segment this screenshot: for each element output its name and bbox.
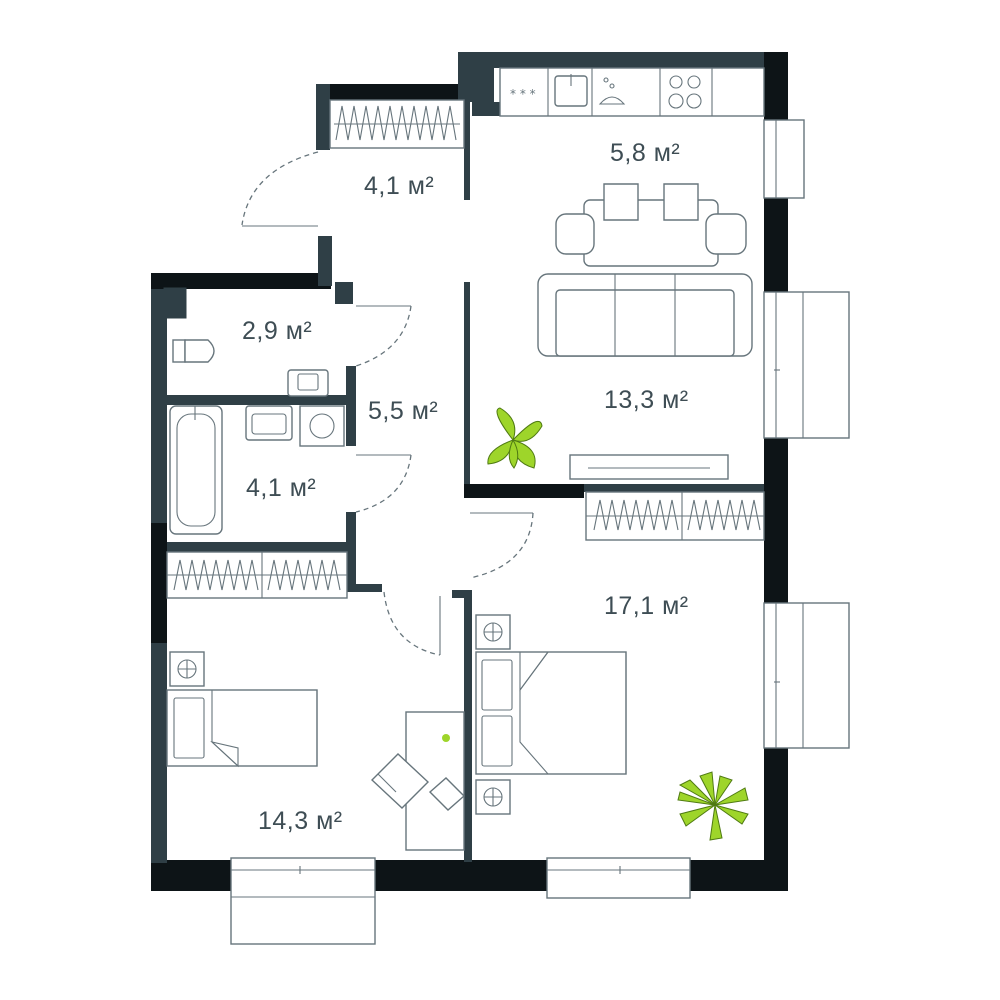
dish-rack-icon <box>598 77 626 105</box>
wardrobe-icon <box>166 551 348 599</box>
windows <box>230 119 850 945</box>
svg-text:* * *: * * * <box>510 87 536 101</box>
inner-walls <box>163 100 764 862</box>
plant-icon <box>677 771 749 841</box>
kitchen-counter: * * * <box>499 67 765 117</box>
tv-unit-icon <box>569 454 729 480</box>
bed-icon <box>166 689 318 768</box>
window-icon <box>763 119 805 199</box>
sink-icon <box>245 405 293 441</box>
room-area-living: 13,3 м² <box>604 386 689 414</box>
outer-walls <box>151 52 788 891</box>
room-area-toilet: 2,9 м² <box>242 317 312 345</box>
plant-icon <box>487 407 543 469</box>
dining-table-icon <box>555 183 747 267</box>
sofa-icon <box>537 273 753 357</box>
window-icon <box>763 602 850 749</box>
room-area-hall: 5,5 м² <box>368 397 438 425</box>
wardrobe-icon <box>329 99 465 149</box>
bathtub-icon <box>169 405 223 535</box>
room-area-kitchen: 5,8 м² <box>610 139 680 167</box>
window-icon <box>763 291 850 439</box>
armchair-icon <box>370 753 430 809</box>
sink-icon <box>554 74 588 107</box>
lamp-icon <box>475 614 511 650</box>
room-labels: 5,8 м² 4,1 м² 13,3 м² 2,9 м² 5,5 м² 4,1 … <box>242 139 689 835</box>
laptop-icon <box>428 777 466 811</box>
bed-icon <box>475 651 627 775</box>
washing-machine-icon <box>299 405 345 447</box>
window-icon <box>230 857 376 945</box>
room-area-entry-closet: 4,1 м² <box>364 172 434 200</box>
doors <box>241 151 534 656</box>
sink-icon <box>287 369 329 397</box>
toilet-icon <box>172 339 215 363</box>
wardrobe-icon <box>585 491 765 541</box>
room-area-bathroom: 4,1 м² <box>246 474 316 502</box>
lamp-icon <box>475 779 511 815</box>
hob-icon <box>668 75 702 109</box>
lamp-icon <box>169 651 205 687</box>
window-icon <box>546 857 691 899</box>
room-area-bedroom-kid: 14,3 м² <box>258 807 343 835</box>
room-area-bedroom-main: 17,1 м² <box>604 592 689 620</box>
